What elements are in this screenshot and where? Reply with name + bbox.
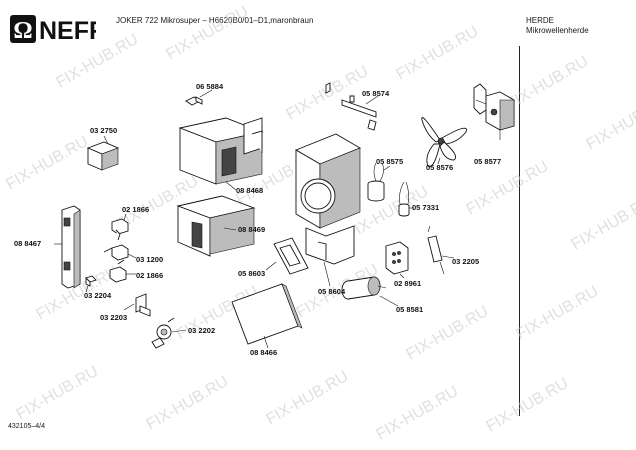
label-021866b: 02 1866: [136, 271, 163, 280]
part-058575-capacitor: [367, 162, 391, 202]
part-065884-clip: [185, 89, 213, 106]
part-088467-switch-holder: [54, 205, 81, 289]
label-058575: 05 8575: [376, 157, 403, 166]
part-032202-thermal-switch: [151, 317, 187, 349]
neff-logo: Ω NEFF: [8, 12, 104, 46]
category-line-2: Mikrowellenherde: [526, 26, 589, 35]
watermark: FIX-HUB.RU: [54, 31, 142, 92]
part-058577-motor: [473, 83, 515, 140]
part-032203-bracket: [123, 293, 151, 317]
watermark: FIX-HUB.RU: [164, 3, 252, 64]
watermark: FIX-HUB.RU: [144, 373, 232, 434]
watermark: FIX-HUB.RU: [394, 23, 482, 84]
label-057331: 05 7331: [412, 203, 439, 212]
svg-text:Ω: Ω: [13, 18, 32, 44]
watermark: FIX-HUB.RU: [4, 133, 92, 194]
column-divider: [519, 46, 520, 416]
label-058604: 05 8604: [318, 287, 346, 296]
label-065884: 06 5884: [196, 82, 224, 91]
watermark: FIX-HUB.RU: [374, 383, 462, 444]
label-088467: 08 8467: [14, 239, 41, 248]
part-058581-hv-capacitor: [341, 276, 399, 307]
part-032750-relay: [86, 135, 120, 171]
part-058604-fan-housing: [294, 133, 362, 287]
part-058603-gasket: [265, 237, 309, 275]
watermark: FIX-HUB.RU: [504, 53, 592, 114]
part-088469-transformer: [176, 195, 256, 257]
document-id: 432105–4/4: [8, 423, 45, 430]
document-title: JOKER 722 Mikrosuper – H6620B0/01–D1,mar…: [116, 16, 314, 25]
label-088469: 08 8469: [238, 225, 265, 234]
part-058576-fan: [421, 117, 467, 167]
part-032205-diode: [427, 225, 455, 275]
label-058574: 05 8574: [362, 89, 390, 98]
label-032205: 03 2205: [452, 257, 479, 266]
part-021866-switch-b: [109, 259, 136, 283]
label-028961: 02 8961: [394, 279, 421, 288]
watermark: FIX-HUB.RU: [14, 363, 102, 424]
watermark: FIX-HUB.RU: [284, 63, 372, 124]
part-088468-transformer: [178, 117, 264, 191]
part-088466-cover-plate: [231, 283, 303, 349]
label-032203: 03 2203: [100, 313, 127, 322]
brand-name: NEFF: [39, 17, 96, 45]
label-021866a: 02 1866: [122, 205, 149, 214]
label-032750: 03 2750: [90, 126, 117, 135]
watermark: FIX-HUB.RU: [484, 375, 572, 436]
part-028961-terminal-block: [385, 241, 409, 279]
watermark: FIX-HUB.RU: [264, 368, 352, 429]
label-088468: 08 8468: [236, 186, 263, 195]
watermark: FIX-HUB.RU: [514, 283, 602, 344]
watermark: FIX-HUB.RU: [584, 93, 636, 154]
watermark: FIX-HUB.RU: [464, 158, 552, 219]
part-032204-plug: [85, 275, 97, 293]
category-line-1: HERDE: [526, 16, 555, 25]
part-057331-fuse: [398, 181, 414, 217]
part-labels: 06 5884 05 8574 03 2750 05 8575 05 8576 …: [14, 82, 501, 357]
label-031200: 03 1200: [136, 255, 163, 264]
label-058577: 05 8577: [474, 157, 501, 166]
part-021866-switch-a: [111, 213, 129, 241]
label-032204: 03 2204: [84, 291, 112, 300]
label-088466: 08 8466: [250, 348, 277, 357]
watermark: FIX-HUB.RU: [569, 193, 636, 254]
part-031200-switch: [103, 244, 137, 261]
label-058576: 05 8576: [426, 163, 453, 172]
label-058603: 05 8603: [238, 269, 265, 278]
part-058574-bracket: [325, 82, 379, 131]
label-058581: 05 8581: [396, 305, 423, 314]
label-032202: 03 2202: [188, 326, 215, 335]
